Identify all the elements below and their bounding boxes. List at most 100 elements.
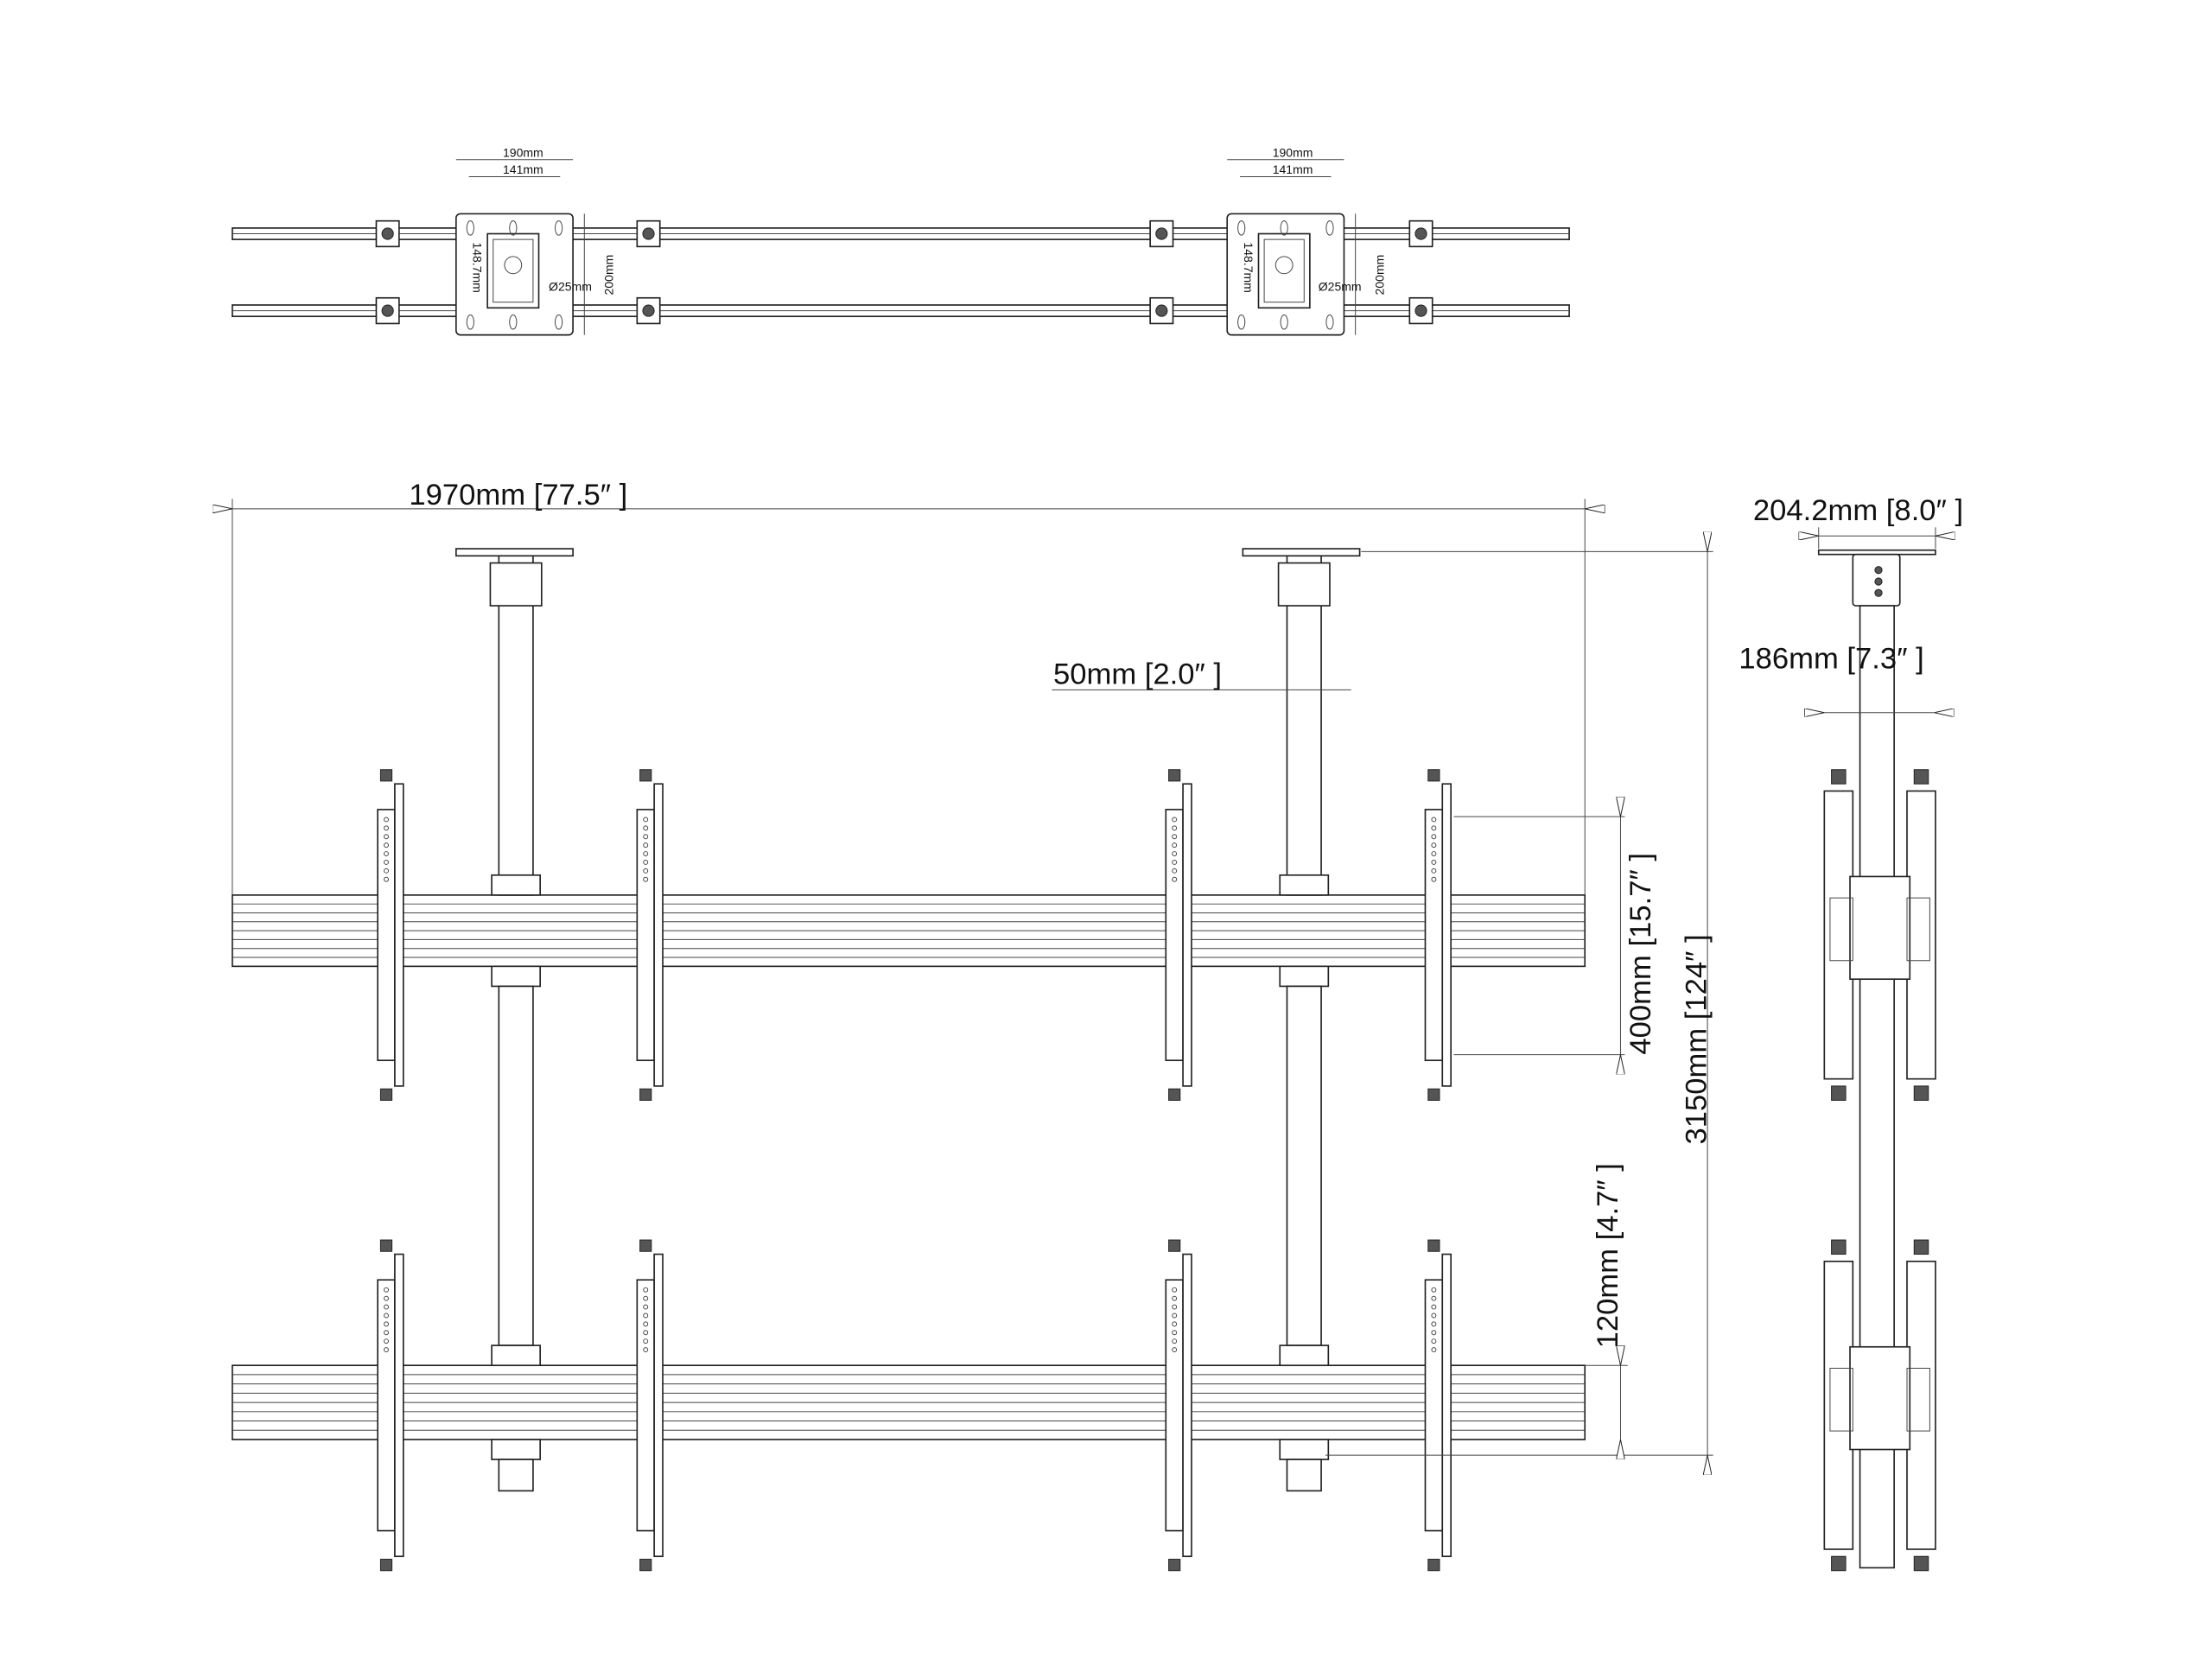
bracket-knob-icon — [1427, 1088, 1440, 1101]
side-bracket — [1906, 790, 1936, 1080]
pole-bracket — [491, 965, 541, 988]
center-hole-label: Ø25mm — [1319, 279, 1362, 293]
side-clamp-detail — [1829, 897, 1853, 962]
pole-bracket — [1279, 1439, 1330, 1460]
overall-width-label: 1970mm [77.5″ ] — [409, 479, 627, 512]
bracket-hole — [384, 868, 389, 874]
front-view — [232, 548, 1586, 1572]
lower-pole — [1286, 985, 1322, 1346]
bracket-hole — [643, 1330, 649, 1336]
hole-spacing-x-label: 141mm — [503, 162, 543, 176]
bracket-hole — [1431, 868, 1437, 874]
bracket-hole — [384, 1287, 389, 1293]
bracket-hole — [384, 834, 389, 840]
bracket-hole — [1172, 834, 1178, 840]
bracket-hole — [384, 1330, 389, 1336]
bracket-hole — [643, 1304, 649, 1310]
bracket-side — [1182, 1253, 1192, 1558]
bracket-hole — [643, 825, 649, 831]
hole-spacing-x-label: 141mm — [1273, 162, 1313, 176]
side-view: 204.2mm [8.0″ ] 186mm [7.3″ ] — [1738, 494, 1963, 1572]
center-hole — [1274, 256, 1294, 275]
mount-slot — [554, 220, 563, 236]
bracket-knob-icon — [1831, 1085, 1847, 1101]
bracket-side — [653, 1253, 664, 1558]
clamp-knob-icon — [1155, 227, 1168, 240]
pole-collar — [1277, 562, 1331, 607]
side-clamp-detail — [1906, 897, 1930, 962]
bracket-hole — [1431, 825, 1437, 831]
side-plate-width-label: 204.2mm [8.0″ ] — [1753, 494, 1963, 527]
center-hole-label: Ø25mm — [549, 279, 592, 293]
bracket-knob-icon — [1913, 1085, 1929, 1101]
plate-opening-inner — [1263, 238, 1305, 303]
bracket-hole — [384, 1313, 389, 1319]
bracket-hole — [384, 1321, 389, 1327]
bracket-hole — [384, 1304, 389, 1310]
hole-spacing-y-label: 148.7mm — [1242, 242, 1255, 292]
pole-bracket — [491, 1439, 541, 1460]
center-hole — [504, 256, 523, 275]
bracket-height-label: 400mm [15.7″ ] — [1624, 853, 1657, 1055]
mount-slot — [1325, 220, 1334, 236]
clamp-knob-icon — [642, 304, 655, 317]
side-bracket — [1823, 790, 1854, 1080]
bracket-hole — [1172, 1304, 1178, 1310]
plate-opening-inner — [493, 238, 534, 303]
bracket-knob-icon — [1168, 1559, 1181, 1572]
side-clamp-detail — [1906, 1368, 1930, 1432]
rail-clamp — [636, 296, 661, 325]
bracket-hole — [1172, 851, 1178, 857]
clamp-knob-icon — [1414, 304, 1427, 317]
bracket-knob-icon — [1831, 769, 1847, 785]
bracket-hole — [1431, 842, 1437, 849]
pole-bracket — [1279, 874, 1330, 896]
bracket-knob-icon — [379, 1559, 393, 1572]
bracket-knob-icon — [379, 769, 393, 782]
mount-slot — [1237, 315, 1246, 330]
bracket-hole — [1431, 1295, 1437, 1301]
overall-height-label: 3150mm [124″ ] — [1680, 934, 1713, 1144]
bracket-knob-icon — [1168, 1239, 1181, 1252]
mount-slot — [466, 315, 474, 330]
plate-opening — [486, 232, 540, 309]
bracket-knob-icon — [1427, 1559, 1440, 1572]
bracket-knob-icon — [639, 1088, 652, 1101]
bracket-hole — [643, 1338, 649, 1344]
bracket-hole — [384, 859, 389, 865]
bracket-hole — [1172, 1287, 1178, 1293]
bracket-hole — [1431, 1338, 1437, 1344]
bracket-hole — [643, 1321, 649, 1327]
bracket-hole — [384, 1347, 389, 1353]
bracket-hole — [643, 868, 649, 874]
bracket-side — [1441, 1253, 1452, 1558]
plate-height-label: 200mm — [601, 255, 615, 296]
ceiling-plate — [1242, 548, 1361, 557]
pole-collar — [489, 562, 543, 607]
bracket-hole — [1172, 817, 1178, 823]
upper-pole — [498, 555, 534, 896]
bracket-hole — [1431, 1304, 1437, 1310]
pole-bracket — [1279, 1344, 1330, 1367]
plate-width-label: 190mm — [1273, 145, 1313, 159]
pole-bracket — [491, 1344, 541, 1367]
bracket-hole — [1172, 825, 1178, 831]
pole-diameter-label: 50mm [2.0″ ] — [1053, 658, 1222, 691]
clamp-knob-icon — [1414, 227, 1427, 240]
clamp-knob-icon — [381, 227, 394, 240]
bracket-hole — [1431, 1287, 1437, 1293]
top-view — [232, 159, 1570, 336]
bracket-hole — [643, 851, 649, 857]
mount-slot — [509, 315, 518, 330]
bracket-hole — [643, 834, 649, 840]
clamp-knob-icon — [1155, 304, 1168, 317]
bracket-hole — [643, 1313, 649, 1319]
bracket-knob-icon — [379, 1088, 393, 1101]
bracket-knob-icon — [379, 1239, 393, 1252]
beam-height-label: 120mm [4.7″ ] — [1592, 1163, 1624, 1348]
clamp-knob-icon — [642, 227, 655, 240]
bracket-hole — [384, 876, 389, 882]
bracket-hole — [1431, 1313, 1437, 1319]
pole-bracket — [491, 874, 541, 896]
